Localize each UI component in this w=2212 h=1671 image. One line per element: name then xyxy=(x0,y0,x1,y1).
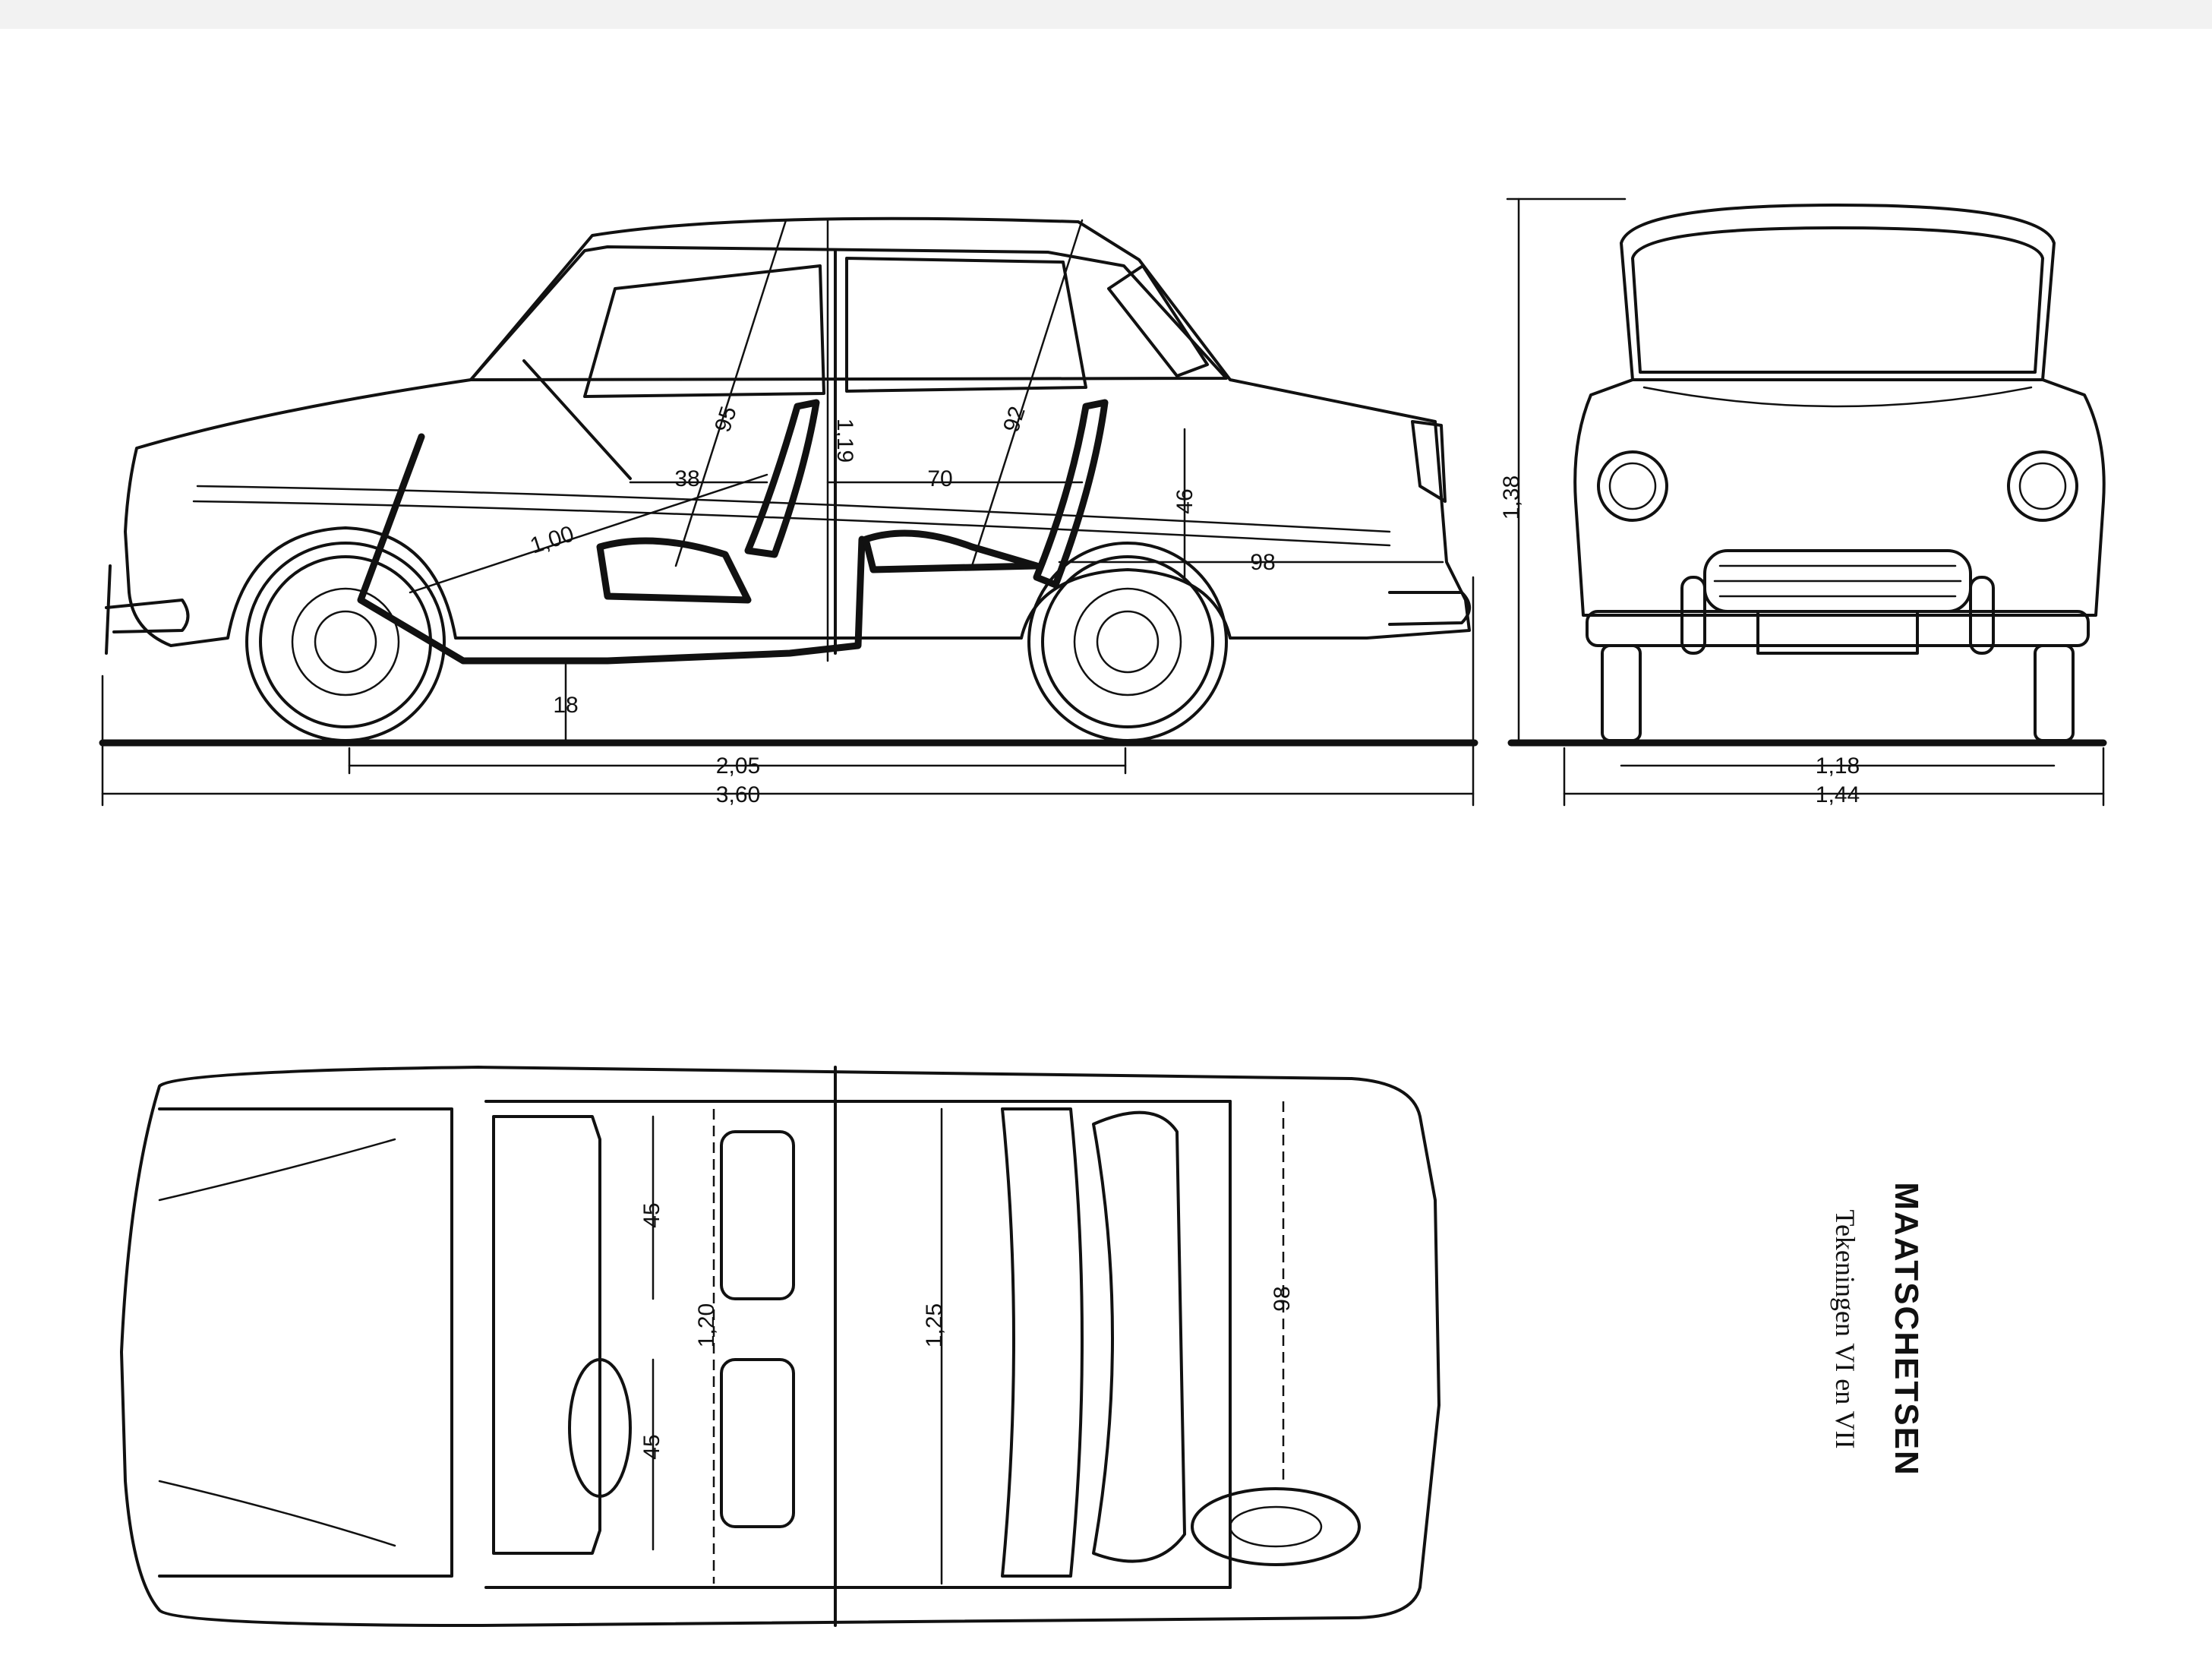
rear-fin xyxy=(1411,420,1447,503)
dim-front-seat-depth: 38 xyxy=(674,466,699,491)
side-view: 2,05 3,60 18 1,19 95 92 1,00 38 70 46 98 xyxy=(99,216,1478,807)
rear-window-top xyxy=(1092,1110,1186,1563)
dim-pedal-to-seat: 1,00 xyxy=(527,521,577,558)
spare-wheel xyxy=(1191,1487,1361,1566)
license-plate xyxy=(1756,610,1919,655)
hood-crease-bottom xyxy=(158,1480,396,1547)
right-headlight xyxy=(2007,450,2078,522)
front-bumper xyxy=(105,564,190,655)
dim-rear-seat-height: 46 xyxy=(1172,488,1198,513)
front-body xyxy=(1573,378,2106,617)
dim-interior-height: 1,19 xyxy=(832,419,857,463)
dim-rear-headroom: 92 xyxy=(999,403,1030,435)
dim-front-width: 1,20 xyxy=(694,1303,719,1347)
left-headlight xyxy=(1597,450,1668,522)
grille-bars xyxy=(1713,564,1962,598)
front-right-tire xyxy=(2034,644,2075,742)
dim-track: 1,18 xyxy=(1816,753,1860,779)
dim-pedal-line xyxy=(409,473,768,594)
front-roof xyxy=(1620,204,2056,381)
dim-overall-length: 3,60 xyxy=(716,782,760,807)
drawing-title: MAATSCHETSEN xyxy=(1888,1182,1925,1477)
dim-rear-seat-width-bottom: 45 xyxy=(639,1434,664,1459)
front-view: 1,38 1,18 1,44 xyxy=(1499,197,2107,807)
steering-wheel xyxy=(568,1358,632,1498)
drawing-subtitle: Tekeningen VI en VII xyxy=(1830,1209,1860,1449)
dim-seat-spacing: 70 xyxy=(927,466,952,491)
front-window xyxy=(583,264,825,398)
front-seat-bottom xyxy=(720,1358,795,1528)
dim-front-headroom: 95 xyxy=(710,403,742,435)
windshield xyxy=(1631,226,2044,374)
steering-column xyxy=(522,359,632,480)
side-molding xyxy=(196,485,1391,533)
dim-width: 1,44 xyxy=(1816,782,1860,807)
front-seat-back xyxy=(744,399,820,558)
front-seat-cushion xyxy=(596,537,752,604)
title-block: MAATSCHETSEN Tekeningen VI en VII xyxy=(1792,1155,1974,1504)
dim-rear-headroom-line xyxy=(970,219,1084,567)
top-body-outline xyxy=(120,1066,1440,1627)
rear-door-window xyxy=(845,257,1087,393)
rear-wheel xyxy=(1027,542,1228,742)
spare-wheel-hub xyxy=(1229,1505,1323,1548)
hood-crease-top xyxy=(158,1138,396,1202)
bumper-guard-right xyxy=(1969,576,1995,655)
rear-bumper xyxy=(1388,591,1471,626)
rear-bench xyxy=(1001,1107,1084,1578)
hood-crease xyxy=(1642,386,2033,408)
floor-section xyxy=(357,433,866,665)
rear-seat-cushion xyxy=(862,529,1040,573)
dim-front-headroom-line xyxy=(674,219,787,567)
windshield-frame-top xyxy=(492,1115,601,1555)
bumper-guard-left xyxy=(1680,576,1706,655)
dim-wheelbase: 2,05 xyxy=(716,753,760,779)
dim-front-height: 1,38 xyxy=(1499,475,1524,520)
dim-rear-seat-width-top: 45 xyxy=(639,1202,664,1227)
side-molding-lower xyxy=(192,500,1391,547)
dim-trunk-depth: 98 xyxy=(1270,1286,1295,1311)
dim-rear-width: 1,25 xyxy=(922,1303,947,1347)
quarter-window xyxy=(1107,264,1209,377)
dim-trunk-length: 98 xyxy=(1250,550,1275,575)
scan-top-edge xyxy=(0,0,2212,29)
hood-panel xyxy=(158,1107,453,1578)
side-greenhouse xyxy=(469,245,1228,381)
front-left-tire xyxy=(1601,644,1642,742)
front-seat-top xyxy=(720,1130,795,1300)
side-body-outline xyxy=(124,216,1471,647)
dim-ground-clearance: 18 xyxy=(553,693,578,718)
rear-seat-back xyxy=(1033,399,1109,589)
front-wheel xyxy=(245,542,446,742)
top-view: 45 45 1,20 1,25 98 xyxy=(120,1066,1440,1627)
